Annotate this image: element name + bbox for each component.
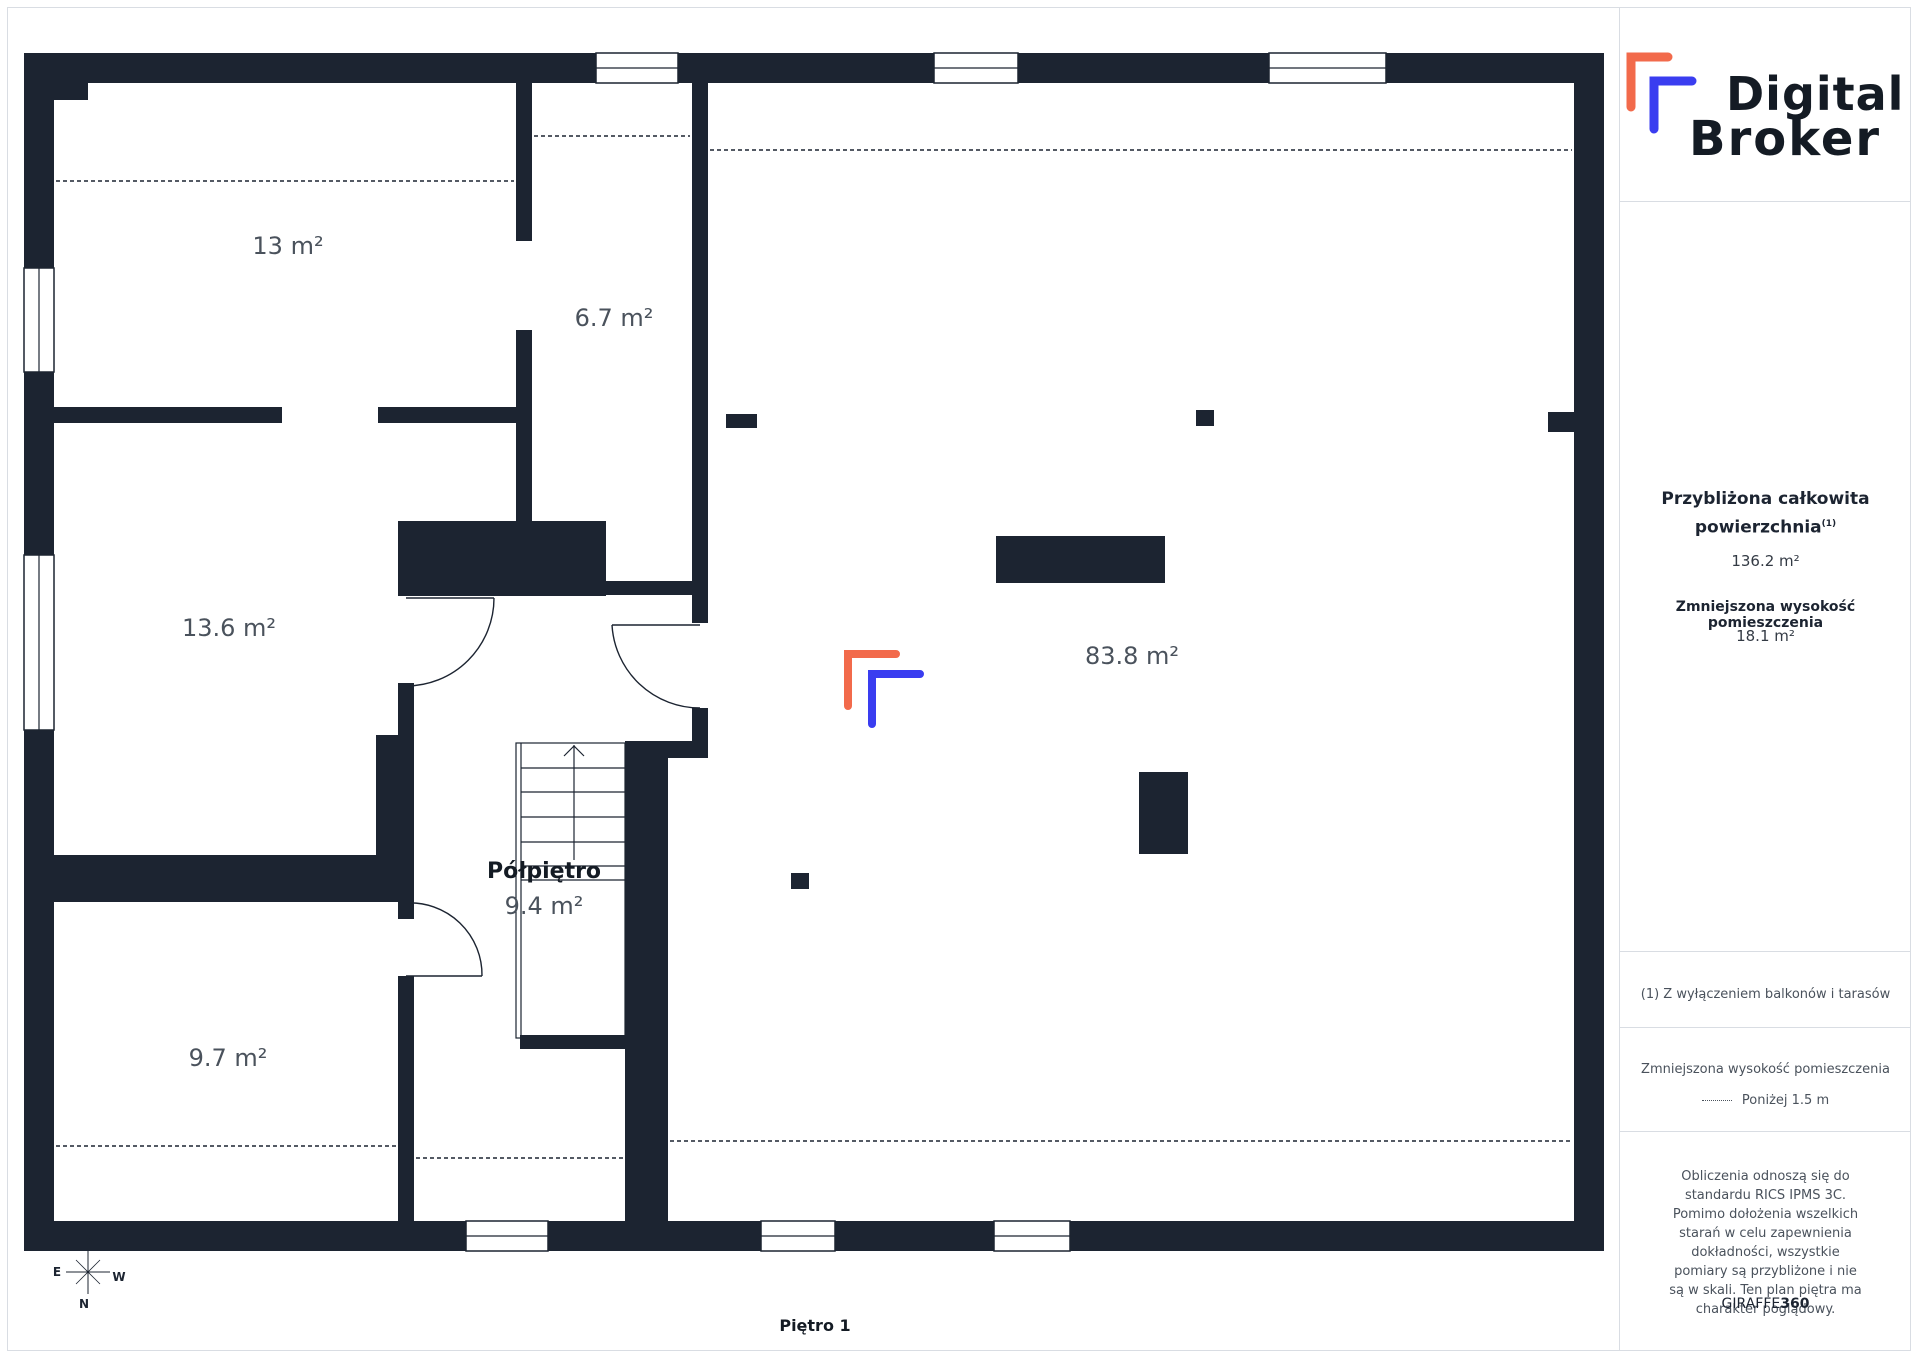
door-swing <box>405 597 495 687</box>
room-area-label: 9.4 m² <box>505 892 584 920</box>
brand-name-line1: Digital <box>1726 67 1905 121</box>
wall <box>376 735 414 855</box>
reduced-height-title: Zmniejszona wysokość pomieszczenia <box>1675 599 1856 631</box>
room-area-label: 13.6 m² <box>182 614 276 642</box>
door-swing <box>405 902 483 977</box>
brand-name-line2: Broker <box>1689 111 1882 167</box>
wall <box>398 683 414 735</box>
compass-west: W <box>112 1270 125 1284</box>
wall <box>398 976 414 1221</box>
total-area-value: 136.2 m² <box>1731 552 1800 570</box>
column <box>1548 412 1574 432</box>
dashed-line-icon <box>1701 1100 1732 1101</box>
compass: S N E W <box>53 1233 126 1311</box>
room-area-label: 9.7 m² <box>189 1044 268 1072</box>
wall <box>378 407 516 423</box>
wall <box>625 741 668 1221</box>
brand-logo-icon <box>1626 52 1697 134</box>
page-frame <box>7 7 1911 1351</box>
outer-wall-right <box>1574 53 1604 1251</box>
door-swing <box>611 624 701 709</box>
wall <box>54 855 414 902</box>
compass-south: S <box>86 1233 95 1247</box>
mezzanine-label: Półpiętro <box>487 859 601 884</box>
column <box>1196 410 1214 426</box>
column <box>996 536 1165 583</box>
reduced-height-value: 18.1 m² <box>1736 627 1795 645</box>
column <box>791 873 809 889</box>
wall <box>692 83 708 623</box>
legend-item: Poniżej 1.5 m <box>1620 1093 1911 1108</box>
wall <box>606 581 692 595</box>
compass-north: N <box>79 1297 89 1311</box>
floor-label: Piętro 1 <box>779 1316 851 1335</box>
wall <box>516 83 532 241</box>
room-area-label: 83.8 m² <box>1085 642 1179 670</box>
staircase <box>515 742 626 1039</box>
footnote: (1) Z wyłączeniem balkonów i tarasów <box>1640 987 1891 1002</box>
total-area-title: Przybliżona całkowita powierzchnia(1) <box>1661 489 1870 538</box>
wall <box>516 330 532 522</box>
floor-plan: 13 m² 6.7 m² 13.6 m² 9.7 m² 83.8 m² Półp… <box>23 52 1604 1311</box>
wall <box>54 407 282 423</box>
sidebar: Digital Broker Przybliżona całkowita pow… <box>1619 7 1911 1351</box>
room-area-label: 6.7 m² <box>575 304 654 332</box>
legend-title: Zmniejszona wysokość pomieszczenia <box>1641 1062 1890 1077</box>
column <box>726 414 757 428</box>
wall <box>668 741 692 758</box>
credit: GIRAFFE360 <box>1721 1296 1810 1312</box>
wall <box>398 902 414 919</box>
wall <box>398 521 606 596</box>
disclaimer: Obliczenia odnoszą się do standardu RICS… <box>1669 1169 1862 1317</box>
wall <box>692 708 708 758</box>
room-area-label: 13 m² <box>252 232 323 260</box>
wall <box>520 1035 625 1049</box>
compass-east: E <box>53 1265 61 1279</box>
column <box>1139 772 1188 854</box>
watermark-logo <box>844 650 924 728</box>
